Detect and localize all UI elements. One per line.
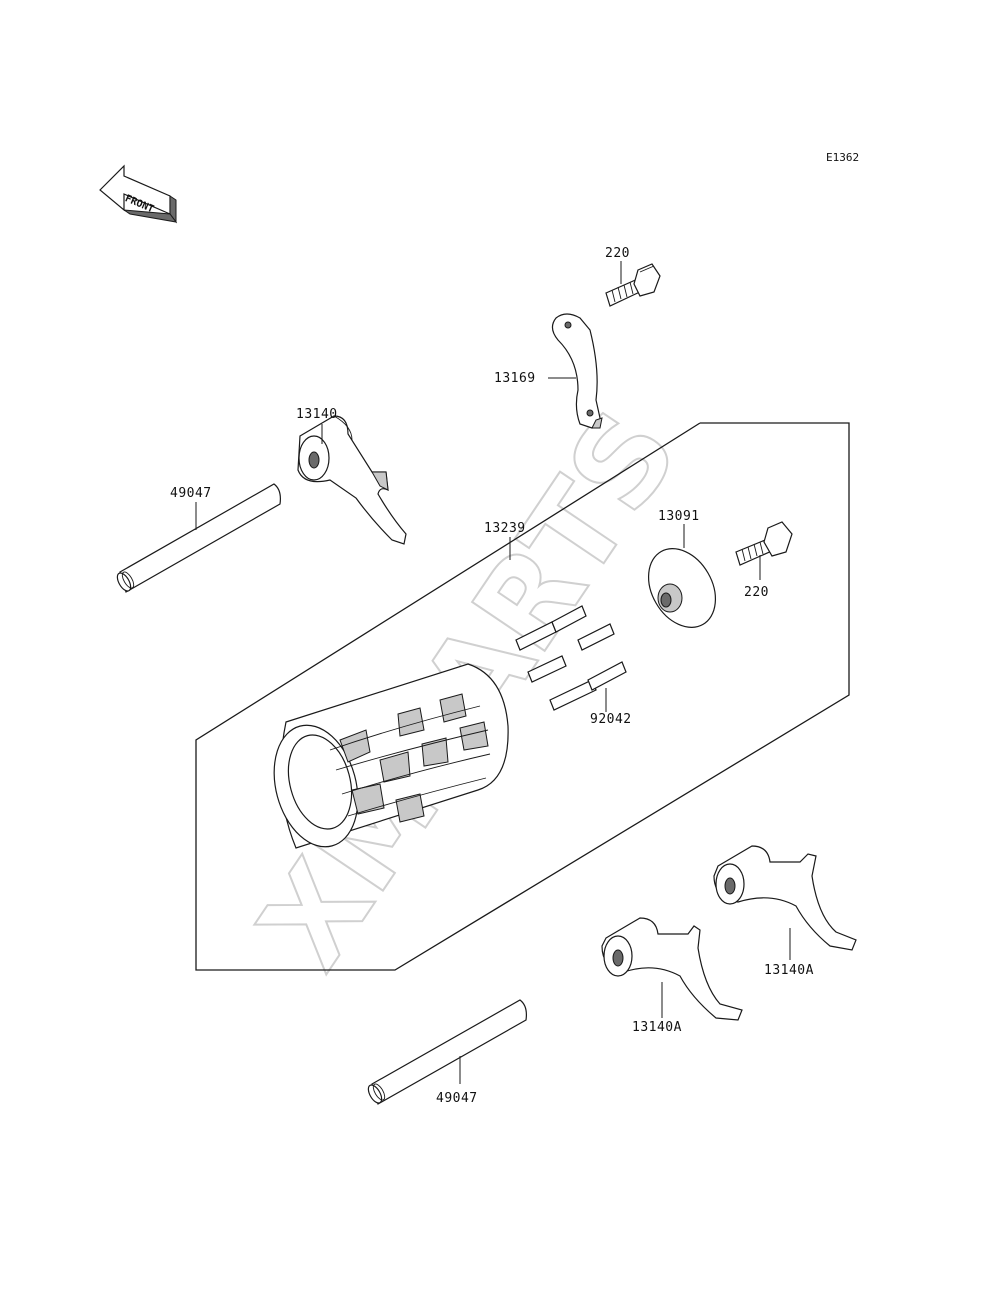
label-plate: 13169 <box>494 371 536 386</box>
label-fork-lower: 13140A <box>632 1020 682 1035</box>
label-shaft-top: 49047 <box>170 486 212 501</box>
shift-drum-icon <box>273 663 509 849</box>
label-bolt-top: 220 <box>605 246 630 261</box>
label-bolt-right: 220 <box>744 585 769 600</box>
shift-fork-top-icon <box>297 415 407 545</box>
front-arrow-icon: FRONT <box>99 164 178 224</box>
cam-plate-icon <box>647 548 717 628</box>
retainer-plate-icon <box>551 313 603 429</box>
label-fork-right: 13140A <box>764 963 814 978</box>
label-cam: 13091 <box>658 509 700 524</box>
diagram-ref-code: E1362 <box>826 151 859 164</box>
shaft-bottom-icon <box>367 999 527 1105</box>
bolt-right-icon <box>735 521 793 566</box>
shift-fork-right-icon <box>713 845 857 951</box>
shift-fork-lower-icon <box>601 917 743 1021</box>
shaft-top-icon <box>116 483 281 593</box>
bolt-top-icon <box>605 263 661 307</box>
label-drum: 13239 <box>484 521 526 536</box>
label-fork-top: 13140 <box>296 407 338 422</box>
label-shaft-bottom: 49047 <box>436 1091 478 1106</box>
drum-pins-icon <box>515 605 627 711</box>
label-pins: 92042 <box>590 712 632 727</box>
assembly-boundary <box>195 422 850 971</box>
